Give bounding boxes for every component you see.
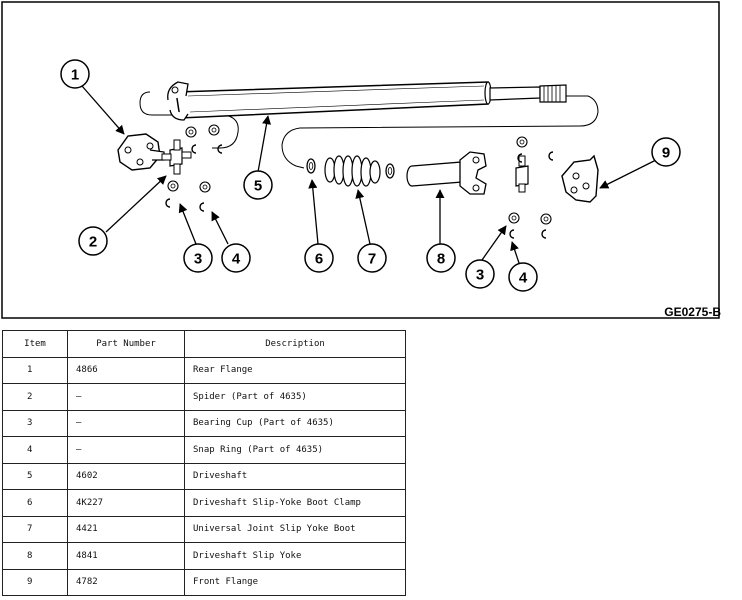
cell-part-number: — (67, 383, 185, 411)
table-row: 9 4782 Front Flange (2, 568, 406, 596)
snap-rings-front (509, 151, 554, 239)
table-row: 7 4421 Universal Joint Slip Yoke Boot (2, 515, 406, 543)
callout-3-front: 3 (465, 259, 495, 289)
callout-5: 5 (243, 170, 273, 200)
bearing-cups-rear (167, 124, 220, 193)
leader-lines (81, 85, 657, 267)
cell-part-number: 4866 (67, 356, 185, 384)
cell-item: 2 (2, 383, 68, 411)
cell-description: Bearing Cup (Part of 4635) (184, 409, 406, 437)
table-row: 5 4602 Driveshaft (2, 462, 406, 490)
callout-2: 2 (78, 226, 108, 256)
svg-text:8: 8 (437, 251, 445, 268)
table-row: 6 4K227 Driveshaft Slip-Yoke Boot Clamp (2, 489, 406, 517)
cell-part-number: 4421 (67, 515, 185, 543)
cell-description: Rear Flange (184, 356, 406, 384)
callout-9: 9 (651, 137, 681, 167)
svg-text:1: 1 (71, 67, 79, 84)
table-row: 4 — Snap Ring (Part of 4635) (2, 436, 406, 464)
parts-table: Item Part Number Description 1 4866 Rear… (2, 330, 406, 596)
driveshaft-tube (167, 81, 567, 121)
svg-text:5: 5 (254, 178, 262, 195)
cell-item: 9 (2, 568, 68, 596)
callout-4-rear: 4 (221, 243, 251, 273)
group-outline-front (281, 95, 599, 169)
svg-text:3: 3 (194, 251, 202, 268)
header-item: Item (2, 330, 68, 358)
table-row: 3 — Bearing Cup (Part of 4635) (2, 409, 406, 437)
cell-item: 5 (2, 462, 68, 490)
svg-text:7: 7 (368, 251, 376, 268)
cell-description: Driveshaft Slip Yoke (184, 542, 406, 570)
header-part-number: Part Number (67, 330, 185, 358)
front-spider (508, 136, 552, 225)
cell-part-number: 4K227 (67, 489, 185, 517)
slip-yoke-boot (324, 155, 381, 187)
svg-text:4: 4 (519, 270, 528, 287)
exploded-view-diagram: 1 2 3 4 5 6 7 8 9 3 4 GE0275-B (1, 1, 721, 319)
callout-7: 7 (357, 243, 387, 273)
spider (161, 139, 192, 175)
table-row: 1 4866 Rear Flange (2, 356, 406, 384)
front-flange (561, 154, 599, 203)
cell-part-number: 4841 (67, 542, 185, 570)
cell-description: Front Flange (184, 568, 406, 596)
svg-text:9: 9 (662, 145, 670, 162)
table-row: 2 — Spider (Part of 4635) (2, 383, 406, 411)
cell-part-number: 4782 (67, 568, 185, 596)
callout-6: 6 (304, 243, 334, 273)
cell-part-number: — (67, 436, 185, 464)
cell-description: Driveshaft Slip-Yoke Boot Clamp (184, 489, 406, 517)
cell-description: Snap Ring (Part of 4635) (184, 436, 406, 464)
callout-1: 1 (60, 59, 90, 89)
header-description: Description (184, 330, 406, 358)
cell-item: 6 (2, 489, 68, 517)
slip-yoke (406, 151, 487, 195)
driveshaft-exploded-illustration: 1 2 3 4 5 6 7 8 9 3 4 GE0275-B (1, 1, 721, 319)
snap-rings-rear (165, 144, 223, 212)
cell-item: 3 (2, 409, 68, 437)
svg-text:2: 2 (89, 234, 97, 251)
cell-part-number: — (67, 409, 185, 437)
cell-part-number: 4602 (67, 462, 185, 490)
diagram-frame (1, 1, 720, 319)
callout-8: 8 (426, 243, 456, 273)
cell-item: 4 (2, 436, 68, 464)
table-row: 8 4841 Driveshaft Slip Yoke (2, 542, 406, 570)
callout-3-rear: 3 (183, 243, 213, 273)
cell-description: Driveshaft (184, 462, 406, 490)
cell-item: 1 (2, 356, 68, 384)
cell-description: Spider (Part of 4635) (184, 383, 406, 411)
callout-4-front: 4 (508, 262, 538, 292)
cell-description: Universal Joint Slip Yoke Boot (184, 515, 406, 543)
table-header-row: Item Part Number Description (2, 330, 406, 358)
svg-text:4: 4 (232, 251, 241, 268)
svg-text:3: 3 (476, 267, 484, 284)
cell-item: 8 (2, 542, 68, 570)
svg-text:6: 6 (315, 251, 323, 268)
boot-clamps (306, 158, 395, 179)
figure-code: GE0275-B (664, 305, 721, 319)
cell-item: 7 (2, 515, 68, 543)
rear-flange (117, 133, 165, 171)
